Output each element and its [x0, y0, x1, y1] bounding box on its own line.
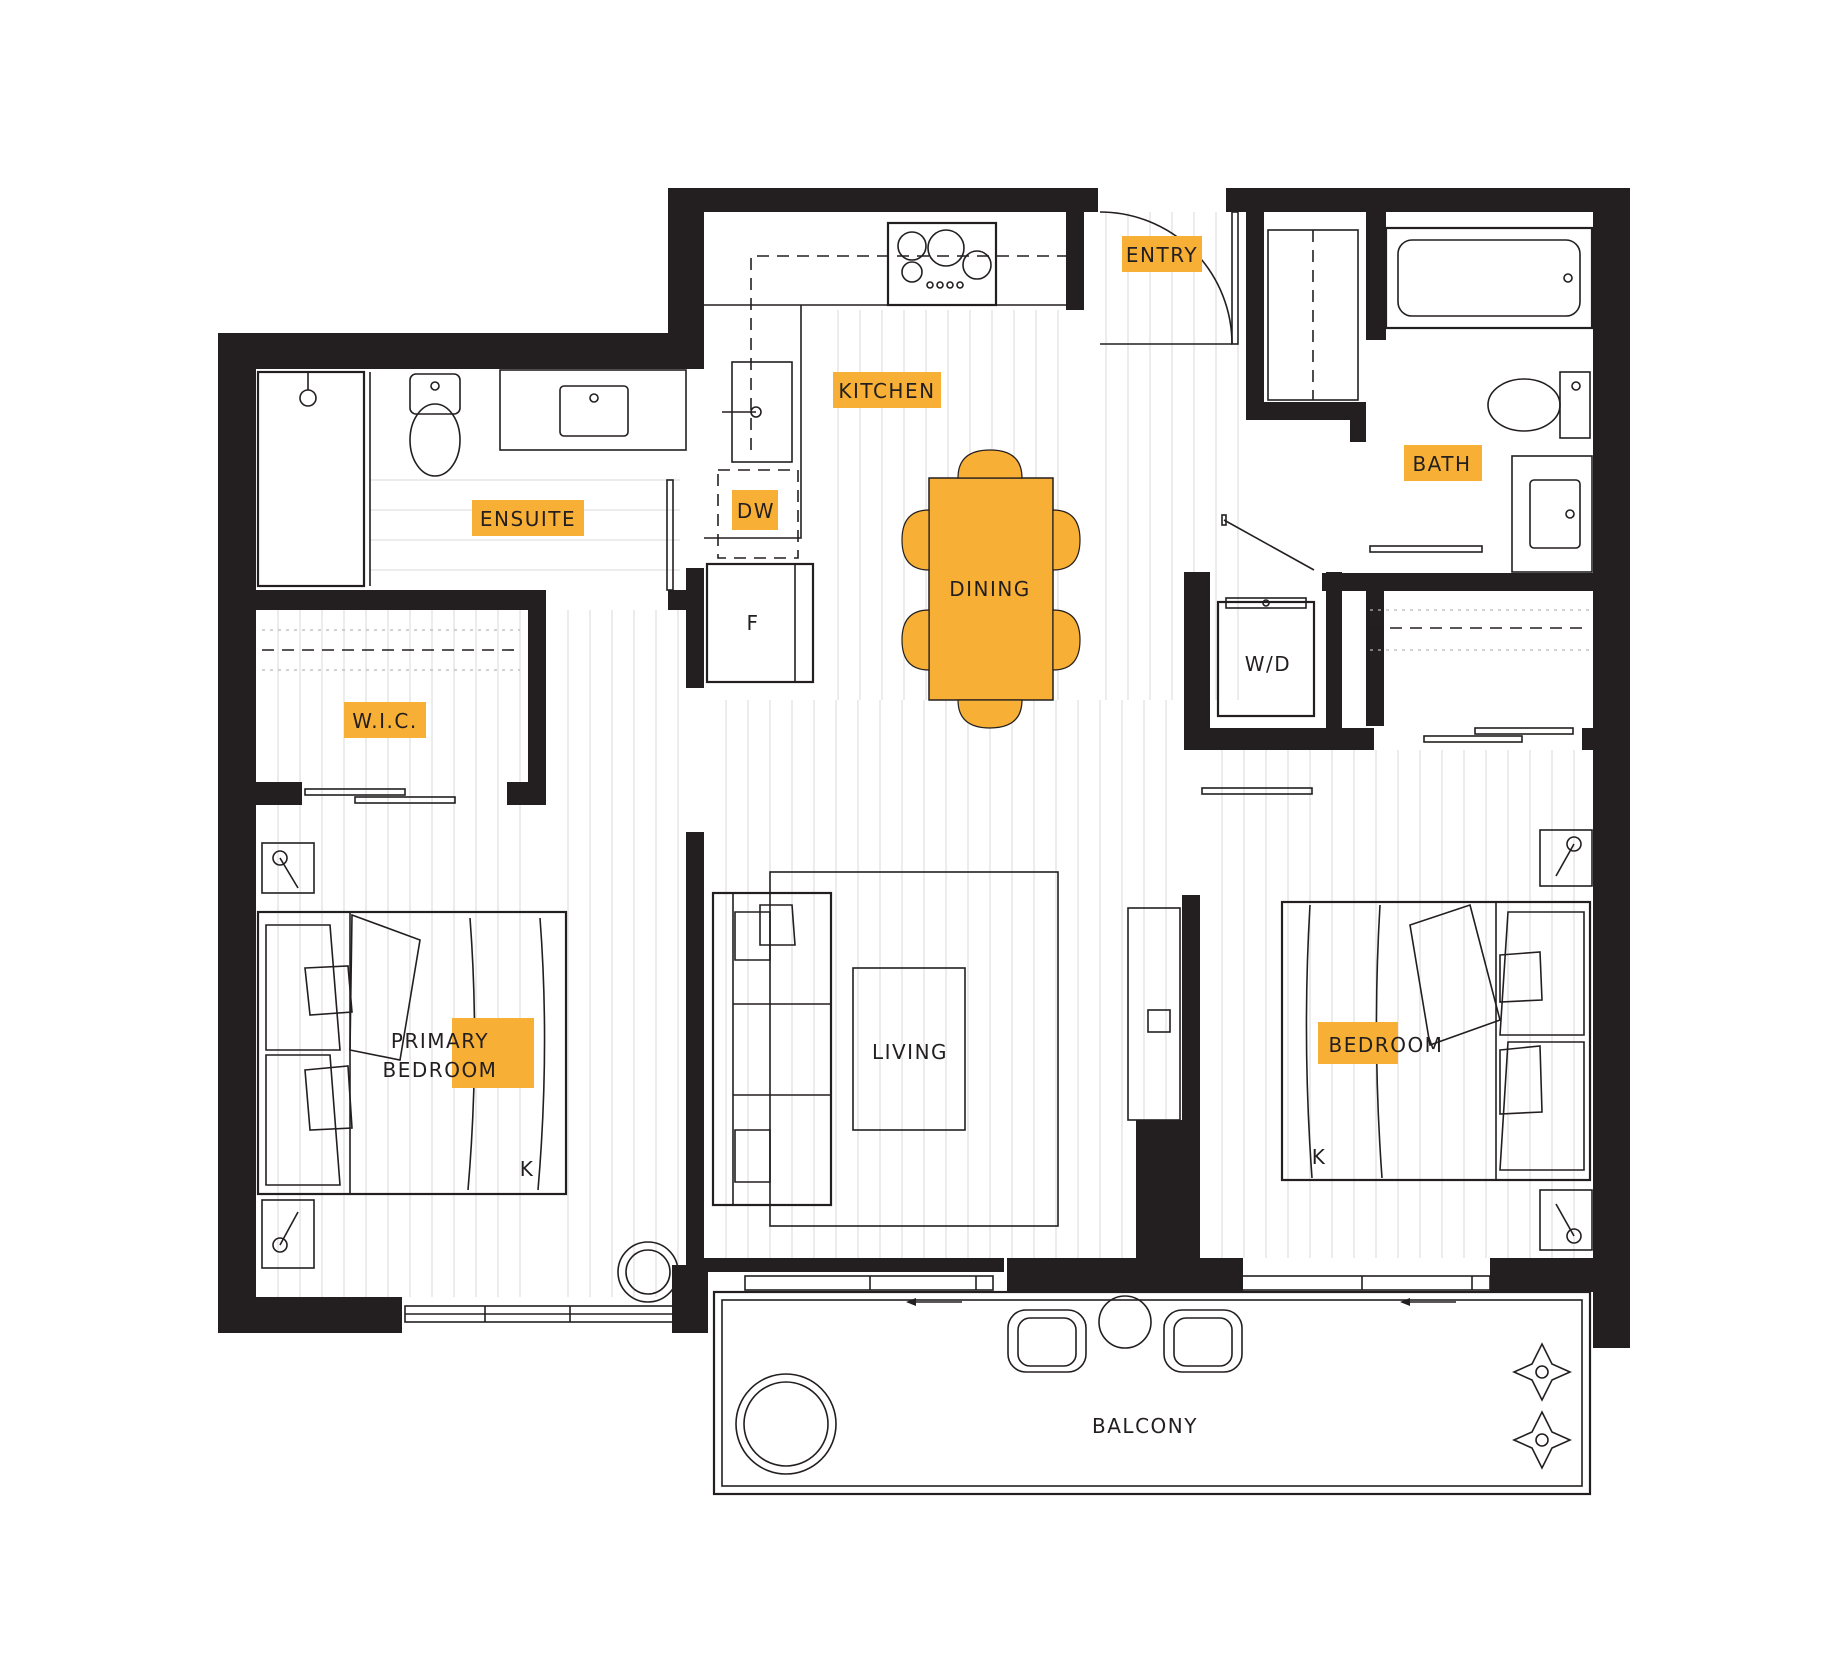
- label-balcony: BALCONY: [1092, 1414, 1198, 1438]
- entry-door: [1099, 211, 1261, 349]
- washer-dryer: [1201, 597, 1316, 795]
- label-bedroom: BEDROOM: [1329, 1033, 1444, 1057]
- wic-fixtures: [262, 629, 520, 804]
- label-king-bed-primary: K: [520, 1157, 535, 1181]
- ensuite-fixtures: [256, 369, 687, 591]
- label-highlights: [344, 236, 1482, 1088]
- bedroom-closet: [1370, 609, 1590, 743]
- bath-fixtures: [1221, 226, 1594, 573]
- dining-table: [901, 449, 1081, 729]
- living-fixtures: [711, 871, 1059, 1227]
- linen-closet: [1267, 229, 1359, 401]
- bedroom-fixtures: [1127, 829, 1593, 1251]
- label-kitchen: KITCHEN: [838, 379, 935, 403]
- label-wic: W.I.C.: [352, 709, 417, 733]
- label-bath: BATH: [1412, 452, 1471, 476]
- kitchen-fixtures: [704, 221, 1066, 684]
- label-entry: ENTRY: [1126, 243, 1198, 267]
- balcony: [712, 1275, 1592, 1496]
- label-fridge: F: [746, 611, 759, 635]
- label-washer-dryer: W/D: [1245, 652, 1291, 676]
- walls: [218, 188, 1630, 1348]
- room-labels: ENTRY KITCHEN ENSUITE DW F DINING BATH W…: [352, 243, 1471, 1438]
- label-living: LIVING: [872, 1040, 948, 1064]
- primary-bedroom-fixtures: [256, 842, 679, 1323]
- label-dishwasher: DW: [737, 499, 775, 523]
- label-primary-bedroom-line2: BEDROOM: [383, 1058, 498, 1082]
- label-primary-bedroom-line1: PRIMARY: [391, 1029, 489, 1053]
- label-king-bed-bedroom: K: [1312, 1145, 1327, 1169]
- label-dining: DINING: [949, 577, 1031, 601]
- label-ensuite: ENSUITE: [480, 507, 576, 531]
